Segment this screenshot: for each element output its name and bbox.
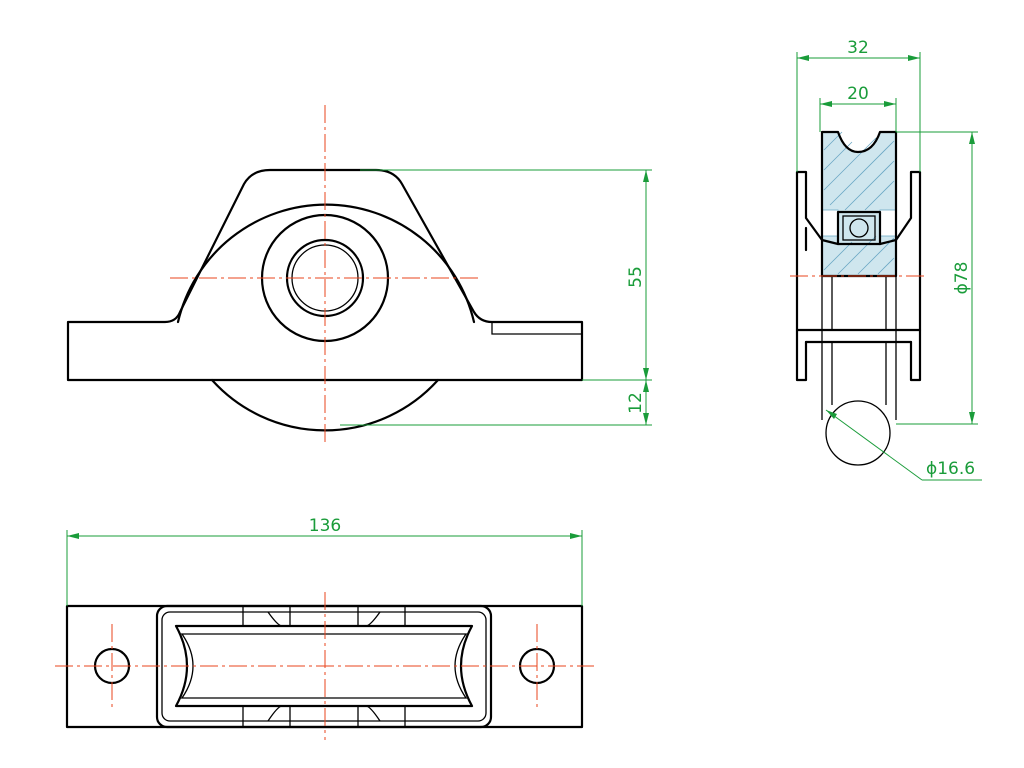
dim-label-32: 32 bbox=[847, 38, 869, 58]
wheel-outline bbox=[176, 203, 476, 324]
groove-rod-circle bbox=[825, 400, 891, 466]
arrow bbox=[969, 132, 975, 144]
dim-label-78: ϕ78 bbox=[952, 262, 972, 295]
wheel-top-outline bbox=[174, 624, 474, 708]
bearing-inner bbox=[842, 215, 876, 241]
bracket-base bbox=[795, 328, 922, 344]
arrow bbox=[67, 533, 79, 539]
arrow bbox=[908, 55, 920, 61]
arrow bbox=[643, 380, 649, 392]
wheel-section-hatch bbox=[821, 131, 897, 277]
dim-label-16-6: ϕ16.6 bbox=[926, 459, 975, 479]
flange-curve bbox=[267, 611, 381, 722]
top-dimensions: 136 bbox=[66, 516, 583, 606]
front-view bbox=[66, 105, 584, 445]
bearing-ball bbox=[849, 218, 869, 238]
side-dimensions: 32 20 ϕ78 ϕ16.6 bbox=[796, 38, 982, 481]
top-view bbox=[55, 592, 594, 740]
dim-label-12: 12 bbox=[626, 392, 646, 414]
side-view bbox=[790, 130, 928, 466]
hatch-lines bbox=[823, 131, 895, 275]
wheel-top-inner bbox=[180, 633, 468, 699]
arrow bbox=[797, 55, 809, 61]
arrow bbox=[820, 101, 832, 107]
arrow bbox=[826, 410, 837, 419]
bracket-inner-line bbox=[491, 322, 582, 335]
bearing-outline bbox=[836, 210, 882, 246]
arrow bbox=[570, 533, 582, 539]
wheel-section-outline bbox=[820, 130, 898, 278]
arrow bbox=[643, 413, 649, 425]
dim-label-20: 20 bbox=[847, 84, 869, 104]
front-dimensions: 55 12 bbox=[340, 169, 652, 426]
dim-label-136: 136 bbox=[309, 516, 341, 536]
leader-line-16-6 bbox=[825, 409, 923, 481]
arrow bbox=[643, 170, 649, 182]
arrow bbox=[884, 101, 896, 107]
dim-label-55: 55 bbox=[626, 266, 646, 288]
arrow bbox=[969, 412, 975, 424]
